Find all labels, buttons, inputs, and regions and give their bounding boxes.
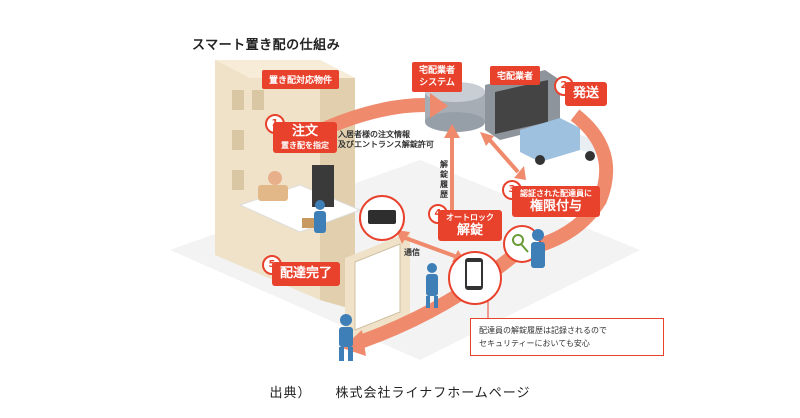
caption-company: 株式会社ライナフホームページ	[335, 386, 531, 401]
carrier-label: 宅配業者	[490, 66, 541, 85]
step-4-sub: オートロック	[446, 213, 494, 222]
step-3-main: 権限付与	[529, 199, 582, 214]
database-icon	[425, 82, 485, 132]
courier-figure-room	[314, 200, 326, 233]
courier-figure-lobby	[426, 263, 438, 308]
step-1-sub: 置き配を指定	[281, 141, 329, 150]
security-note: 配達員の解錠履歴は記録されるので セキュリティーにおいても安心	[470, 318, 664, 356]
sofa	[258, 185, 288, 201]
step-4-main: 解錠	[456, 223, 483, 238]
step-2-main: 発送	[573, 86, 600, 101]
step-1-main: 注文	[291, 124, 318, 139]
unlock-history-label: 解錠履歴	[440, 160, 448, 199]
arrow-communication	[399, 234, 461, 260]
step-3-box: 認証された配達員に 権限付与	[512, 186, 600, 217]
step-4-box: オートロック 解錠	[438, 210, 502, 241]
entrance-opening	[354, 243, 401, 331]
building-face-left	[215, 60, 320, 300]
key-icon	[512, 234, 524, 246]
room-door	[312, 165, 334, 207]
order-info-label: 入居者様の注文情報 及びエントランス解錠許可	[338, 130, 434, 149]
step-5-box: 配達完了	[272, 262, 341, 286]
communication-label: 通信	[404, 248, 420, 257]
system-label: 宅配業者 システム	[412, 62, 463, 92]
building-windows	[232, 90, 264, 190]
diagram-title: スマート置き配の仕組み	[192, 38, 341, 53]
caption-source: 出典）	[269, 386, 312, 401]
flow-arrow-return	[357, 244, 525, 349]
delivery-truck	[520, 118, 598, 165]
smartlock-icon	[368, 210, 396, 224]
arrow-authority	[486, 136, 520, 174]
step-1-box: 注文 置き配を指定	[273, 122, 337, 153]
courier-figure-phone	[531, 229, 545, 268]
step-5-main: 配達完了	[280, 266, 333, 281]
step-2-box: 発送	[565, 82, 608, 106]
courier-figure-walking	[339, 314, 353, 361]
resident	[268, 171, 282, 185]
flow-arrow-ship	[518, 109, 614, 257]
step-3-sub: 認証された配達員に	[520, 189, 592, 198]
property-label: 置き配対応物件	[262, 70, 340, 89]
source-caption: 出典） 株式会社ライナフホームページ	[0, 382, 800, 401]
